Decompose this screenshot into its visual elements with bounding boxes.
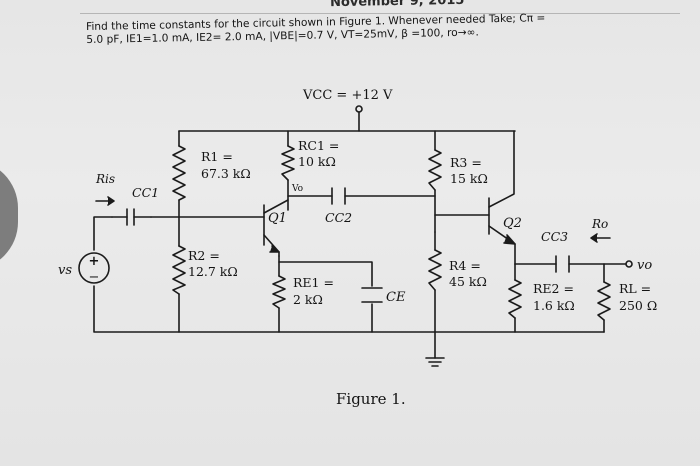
resistor-re1 [272, 275, 286, 309]
transistor-q1 [269, 245, 280, 253]
r3-name-label: R3 = [450, 155, 482, 170]
vcc-terminal [355, 105, 363, 113]
cc2-label: CC2 [325, 210, 352, 225]
re1-name-label: RE1 = [293, 275, 334, 290]
resistor-r2 [172, 245, 186, 295]
vs-plus-label: + [89, 254, 100, 269]
re1-value-label: 2 kΩ [293, 292, 323, 307]
cc1-label: CC1 [132, 185, 159, 200]
resistor-r3 [428, 149, 442, 191]
resistor-r4 [428, 249, 442, 291]
transistor-q2 [503, 234, 516, 245]
r2-name-label: R2 = [188, 248, 220, 263]
rl-name-label: RL = [619, 281, 651, 296]
cc3-label: CC3 [541, 229, 568, 244]
resistor-re2 [508, 279, 522, 319]
r4-name-label: R4 = [449, 258, 481, 273]
r3-value-label: 15 kΩ [450, 171, 488, 186]
header-rule [80, 13, 680, 14]
r1-name-label: R1 = [201, 149, 233, 164]
resistor-rc1 [281, 145, 295, 181]
r2-value-label: 12.7 kΩ [188, 264, 238, 279]
ro-label: Ro [591, 217, 608, 231]
circuit-labels: VCC = +12 V R1 = 67.3 kΩ RC1 = 10 kΩ Vo … [58, 88, 657, 313]
ris-arrow [95, 196, 115, 206]
rc1-name-label: RC1 = [298, 138, 339, 153]
figure-caption: Figure 1. [336, 390, 406, 408]
re2-value-label: 1.6 kΩ [533, 298, 575, 313]
capacitor-ce [361, 287, 383, 303]
q1-label: Q1 [268, 211, 287, 226]
q2-label: Q2 [503, 216, 522, 231]
resistor-r1 [172, 145, 186, 201]
ris-label: Ris [95, 172, 115, 186]
vs-minus-label: − [89, 270, 100, 285]
vo-label: vo [637, 258, 652, 273]
circuit-wires [93, 111, 633, 367]
r4-value-label: 45 kΩ [449, 274, 487, 289]
vs-label: vs [58, 263, 72, 278]
capacitor-cc1 [111, 208, 152, 226]
rl-value-label: 250 Ω [619, 298, 657, 313]
capacitor-cc3 [555, 255, 570, 273]
voltage-source-vs: + − [78, 252, 110, 285]
re2-name-label: RE2 = [533, 281, 574, 296]
resistor-rl [597, 281, 611, 321]
capacitor-cc2 [331, 187, 346, 205]
vo-small-label: Vo [291, 184, 303, 194]
ce-label: CE [386, 290, 406, 305]
rc1-value-label: 10 kΩ [298, 154, 336, 169]
vcc-label: VCC = +12 V [302, 88, 393, 103]
ro-arrow [590, 233, 611, 243]
r1-value-label: 67.3 kΩ [201, 166, 251, 181]
